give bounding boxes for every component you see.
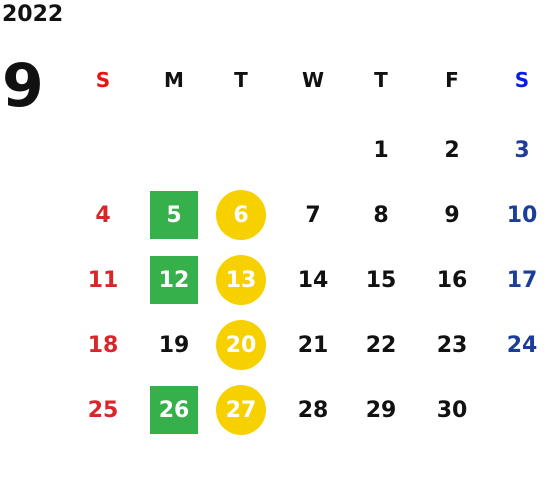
calendar-day-15[interactable]: 15 [365, 267, 397, 293]
weekday-header-3: W [301, 68, 325, 92]
calendar-day-16[interactable]: 16 [436, 267, 468, 293]
weekday-header-1: M [164, 68, 184, 92]
calendar-day-21[interactable]: 21 [297, 332, 329, 358]
calendar-day-5[interactable]: 5 [148, 189, 200, 241]
calendar-day-25[interactable]: 25 [87, 397, 119, 423]
calendar-day-20[interactable]: 20 [215, 319, 267, 371]
calendar-day-1[interactable]: 1 [373, 137, 389, 163]
calendar-day-8[interactable]: 8 [373, 202, 389, 228]
year-label: 2022 [2, 2, 64, 27]
weekday-header-0: S [95, 68, 111, 92]
calendar-day-11[interactable]: 11 [87, 267, 119, 293]
weekday-header-2: T [234, 68, 248, 92]
weekday-header-5: F [445, 68, 459, 92]
calendar-day-26[interactable]: 26 [148, 384, 200, 436]
calendar-day-19[interactable]: 19 [158, 332, 190, 358]
calendar-day-29[interactable]: 29 [365, 397, 397, 423]
calendar-day-4[interactable]: 4 [95, 202, 111, 228]
calendar-day-28[interactable]: 28 [297, 397, 329, 423]
calendar-day-3[interactable]: 3 [514, 137, 530, 163]
calendar-day-30[interactable]: 30 [436, 397, 468, 423]
weekday-header-4: T [374, 68, 388, 92]
calendar-day-24[interactable]: 24 [506, 332, 538, 358]
calendar-day-10[interactable]: 10 [506, 202, 538, 228]
calendar-day-18[interactable]: 18 [87, 332, 119, 358]
weekday-header-6: S [514, 68, 530, 92]
month-number: 9 [2, 51, 44, 121]
calendar-day-17[interactable]: 17 [506, 267, 538, 293]
calendar-day-12[interactable]: 12 [148, 254, 200, 306]
calendar-day-2[interactable]: 2 [444, 137, 460, 163]
calendar-day-13[interactable]: 13 [215, 254, 267, 306]
calendar-day-6[interactable]: 6 [215, 189, 267, 241]
calendar-day-7[interactable]: 7 [305, 202, 321, 228]
calendar-day-22[interactable]: 22 [365, 332, 397, 358]
calendar-day-23[interactable]: 23 [436, 332, 468, 358]
calendar-day-27[interactable]: 27 [215, 384, 267, 436]
calendar-day-9[interactable]: 9 [444, 202, 460, 228]
calendar-day-14[interactable]: 14 [297, 267, 329, 293]
